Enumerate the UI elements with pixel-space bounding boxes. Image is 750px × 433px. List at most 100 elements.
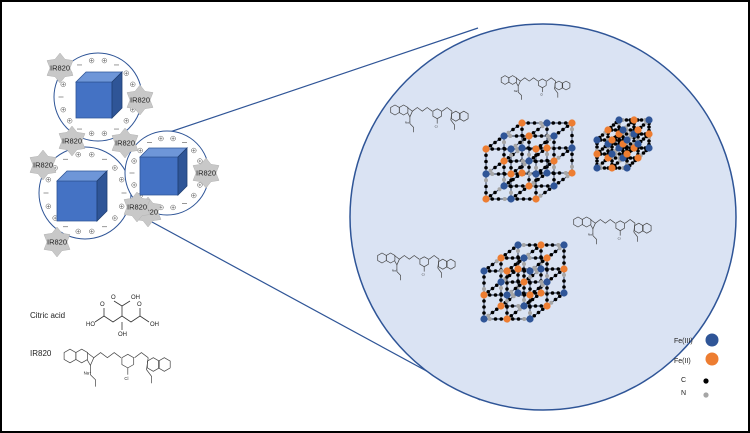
fe2-atom: [532, 195, 540, 203]
carbon-atom: [510, 317, 515, 321]
carbon-atom: [493, 140, 497, 145]
fe2-atom: [560, 265, 568, 273]
legend-c-swatch: [703, 378, 709, 384]
carbon-atom: [493, 293, 498, 297]
carbon-atom: [534, 246, 539, 251]
carbon-atom: [482, 299, 486, 303]
carbon-atom: [617, 125, 621, 129]
carbon-atom: [518, 140, 522, 145]
carbon-atom: [545, 159, 550, 163]
fe3-atom: [615, 116, 623, 124]
carbon-atom: [488, 143, 493, 148]
carbon-atom: [613, 128, 618, 132]
carbon-atom: [507, 249, 512, 254]
molecule-bond: [437, 259, 442, 278]
fe2-atom: [543, 302, 551, 310]
zoom-line-top: [151, 27, 479, 139]
nitrogen-atom: [482, 287, 486, 291]
na-plus-label: Na⁺: [84, 371, 92, 376]
carbon-atom: [624, 118, 629, 122]
legend-fe3-label: Fe(III): [674, 338, 693, 345]
fe3-atom: [568, 144, 576, 152]
nitrogen-atom: [506, 130, 511, 135]
carbon-atom: [545, 262, 549, 266]
carbon-atom: [482, 311, 486, 315]
carbon-atom: [602, 138, 607, 142]
carbon-atom: [510, 280, 515, 284]
carbon-atom: [617, 152, 622, 156]
carbon-atom: [516, 317, 521, 321]
carbon-atom: [628, 156, 633, 160]
carbon-atom: [514, 159, 519, 163]
carbon-atom: [553, 297, 558, 302]
lattice-bottom: [480, 241, 568, 323]
nitrogen-atom: [508, 134, 513, 138]
prussian-blue-cube: [56, 170, 108, 222]
ir820-tag-label: IR820: [62, 137, 82, 146]
carbon-atom: [505, 305, 509, 309]
nitrogen-atom: [556, 243, 561, 247]
carbon-atom: [505, 287, 509, 291]
carbon-atom: [610, 159, 614, 163]
carbon-atom: [543, 190, 547, 195]
nitrogen-atom: [516, 249, 520, 253]
ir820-tag: IR820: [29, 149, 57, 181]
carbon-atom: [502, 147, 507, 151]
carbon-atom: [545, 286, 549, 290]
carbon-atom: [534, 153, 538, 158]
fe3-atom: [560, 289, 568, 297]
carbon-atom: [615, 161, 620, 165]
carbon-atom: [545, 298, 549, 302]
carbon-atom: [539, 159, 544, 163]
carbon-atom: [553, 249, 558, 254]
fe3-atom: [500, 132, 508, 140]
nitrogen-atom: [545, 134, 550, 138]
carbon-atom: [553, 273, 558, 278]
molecule-bond: [396, 264, 401, 281]
carbon-atom: [540, 307, 545, 312]
molecule-bond: [409, 116, 414, 133]
legend-fe3-swatch: [705, 333, 719, 347]
nitrogen-atom: [505, 299, 509, 303]
molecule-bond: [93, 352, 122, 359]
carbon-atom: [487, 269, 492, 273]
fe3-atom: [593, 164, 601, 172]
fe3-atom: [543, 278, 551, 286]
carbon-atom: [517, 283, 522, 288]
fe3-atom: [645, 116, 653, 124]
fe3-atom: [543, 119, 551, 127]
carbon-atom: [556, 180, 561, 185]
carbon-atom: [484, 153, 488, 158]
ir820-tag-label: IR820: [33, 161, 53, 170]
carbon-atom: [493, 190, 497, 195]
nitrogen-atom: [484, 178, 488, 183]
ir820-tag-label: IR820: [50, 64, 70, 73]
carbon-atom: [509, 265, 514, 270]
carbon-atom: [496, 147, 501, 151]
molecule-bond: [407, 107, 413, 118]
na-plus-label: Na⁺: [588, 233, 594, 237]
nitrogen-atom: [488, 168, 493, 173]
fe2-atom: [503, 315, 511, 323]
fe3-atom: [623, 136, 631, 144]
cube-front-face: [139, 156, 179, 196]
nitrogen-atom: [509, 190, 513, 195]
carbon-atom: [552, 140, 556, 145]
fe2-atom: [608, 136, 616, 144]
carbon-atom: [540, 174, 545, 179]
nitrogen-atom: [556, 155, 561, 160]
carbon-atom: [543, 165, 547, 170]
fe2-atom: [503, 267, 511, 275]
citric-acid-structure: Citric acid HO OH O O O OH OH: [30, 295, 159, 338]
carbon-atom: [528, 305, 532, 309]
carbon-atom: [552, 171, 556, 176]
molecule-bond: [158, 357, 171, 372]
carbon-atom: [534, 178, 538, 183]
carbon-atom: [494, 283, 499, 288]
carbon-atom: [562, 261, 566, 265]
legend: Fe(III) Fe(II) C N: [674, 333, 719, 398]
carbon-atom: [502, 152, 506, 157]
cl-label: Cl: [618, 236, 621, 240]
molecule-bond: [134, 352, 149, 358]
